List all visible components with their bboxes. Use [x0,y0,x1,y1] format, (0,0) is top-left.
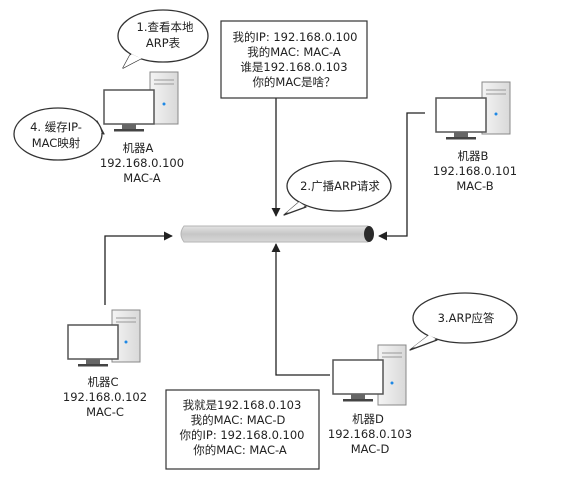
machine-c-name: 机器C [87,375,118,389]
machine-c-ip: 192.168.0.102 [63,390,147,404]
network-bus [180,225,374,243]
machine-c-label: 机器C 192.168.0.102 MAC-C [63,375,147,419]
bubble-step2: 2.广播ARP请求 [283,160,392,216]
reply-line-2: 我的MAC: MAC-D [191,413,286,427]
machine-a-mac: MAC-A [123,171,161,185]
bubble-step3-text: 3.ARP应答 [438,311,495,325]
broadcast-arrow-b [378,112,425,241]
request-line-3: 谁是192.168.0.103 [240,60,347,74]
bubble-step1-line2: ARP表 [146,36,181,50]
machine-b-mac: MAC-B [456,179,493,193]
machine-a-label: 机器A 192.168.0.100 MAC-A [100,141,184,185]
broadcast-arrow-c [104,231,173,305]
bubble-step4-line2: MAC映射 [32,136,81,150]
machine-d-label: 机器D 192.168.0.103 MAC-D [328,412,412,456]
machine-a-name: 机器A [123,141,154,155]
reply-line-4: 你的MAC: MAC-A [193,443,287,457]
computer-b-icon [435,81,511,140]
machine-b-label: 机器B 192.168.0.101 MAC-B [433,149,517,193]
computer-c-icon [67,309,141,367]
request-line-2: 我的MAC: MAC-A [247,45,341,59]
machine-d-ip: 192.168.0.103 [328,427,412,441]
machine-b-ip: 192.168.0.101 [433,164,517,178]
request-line-1: 我的IP: 192.168.0.100 [233,30,358,44]
request-line-4: 你的MAC是啥？ [252,75,335,89]
bubble-step1: 1.查看本地 ARP表 [117,9,209,69]
bubble-step1-line1: 1.查看本地 [137,20,194,34]
machine-d-name: 机器D [352,412,384,426]
machine-d-mac: MAC-D [351,442,390,456]
bus-end-cap [364,226,374,242]
bubble-step4: 4. 缓存IP- MAC映射 [13,107,105,161]
reply-line-3: 你的IP: 192.168.0.100 [180,428,305,442]
computer-a-icon [103,71,179,132]
computer-d-icon [332,344,407,406]
machine-b-name: 机器B [458,149,489,163]
bubble-step4-line1: 4. 缓存IP- [30,120,82,134]
arp-request-box: 我的IP: 192.168.0.100 我的MAC: MAC-A 谁是192.1… [220,20,368,99]
machine-c-mac: MAC-C [86,405,124,419]
bubble-step2-text: 2.广播ARP请求 [300,179,380,193]
bubble-step3: 3.ARP应答 [409,292,518,351]
machine-a-ip: 192.168.0.100 [100,156,184,170]
reply-line-1: 我就是192.168.0.103 [183,398,302,412]
reply-arrow [271,243,330,376]
arp-reply-box: 我就是192.168.0.103 我的MAC: MAC-D 你的IP: 192.… [165,389,320,470]
